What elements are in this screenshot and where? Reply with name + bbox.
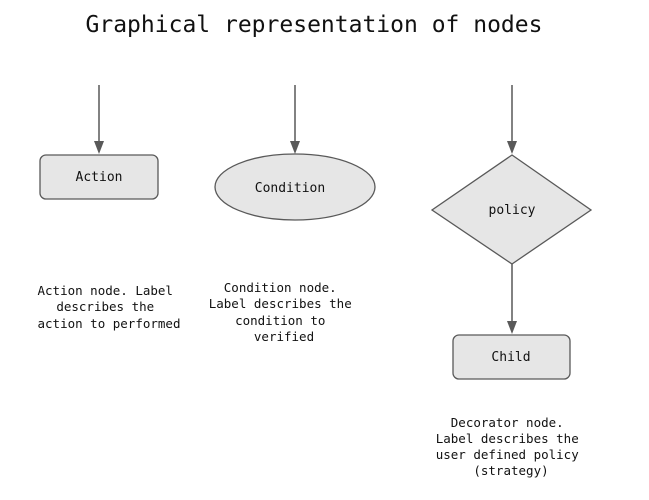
child-node: Child — [452, 334, 571, 380]
policy-node-label: policy — [489, 203, 536, 218]
condition-description: Condition node. Label describes the cond… — [209, 280, 360, 344]
condition-node: Condition — [214, 153, 376, 221]
condition-node-label: Condition — [255, 181, 325, 196]
action-incoming-arrow — [94, 85, 104, 154]
policy-to-child-arrow — [507, 264, 517, 334]
condition-incoming-arrow — [290, 85, 300, 154]
action-description: Action node. Label describes the action … — [38, 283, 181, 331]
diagram-title: Graphical representation of nodes — [86, 12, 543, 38]
policy-description: Decorator node. Label describes the user… — [436, 415, 587, 478]
child-node-label: Child — [491, 350, 530, 365]
policy-incoming-arrow — [507, 85, 517, 154]
action-node: Action — [39, 154, 159, 200]
action-node-label: Action — [76, 170, 123, 185]
policy-node: policy — [430, 154, 593, 265]
